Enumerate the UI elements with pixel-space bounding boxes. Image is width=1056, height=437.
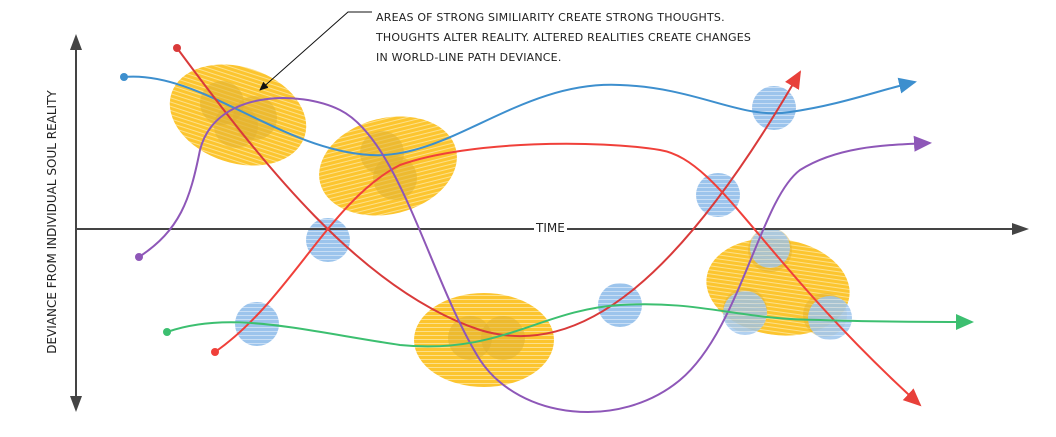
world-line-start-blue [120, 73, 128, 81]
y-axis-arrow-bottom [70, 396, 82, 412]
x-axis-arrow [1012, 223, 1029, 235]
event-circle [752, 86, 796, 130]
annotation-line: IN WORLD-LINE PATH DEVIANCE. [376, 51, 562, 64]
event-circle [306, 218, 350, 262]
event-circle [696, 173, 740, 217]
world-line-green [166, 303, 974, 348]
similarity-area [169, 64, 307, 166]
world-line-start-green [163, 328, 171, 336]
annotation-line: THOUGHTS ALTER REALITY. ALTERED REALITIE… [376, 31, 752, 44]
annotation-leader [259, 11, 372, 91]
world-line-red-1 [176, 47, 801, 338]
world-line-start-red-2 [211, 348, 219, 356]
world-line-red-2 [214, 142, 922, 407]
event-circles [235, 86, 852, 346]
event-circle [723, 291, 767, 335]
world-line-start-red-1 [173, 44, 181, 52]
x-axis-label: TIME [534, 220, 567, 236]
world-line-blue [123, 75, 917, 157]
similarity-area [319, 116, 457, 216]
annotation-line: AREAS OF STRONG SIMILIARITY CREATE STRON… [376, 11, 725, 24]
y-axis-arrow-top [70, 34, 82, 50]
world-line-start-purple [135, 253, 143, 261]
world-line-purple [138, 97, 932, 414]
annotation-text: AREAS OF STRONG SIMILIARITY CREATE STRON… [376, 8, 751, 68]
y-axis-label: DEVIANCE FROM INDIVIDUAL SOUL REALITY [45, 90, 59, 354]
